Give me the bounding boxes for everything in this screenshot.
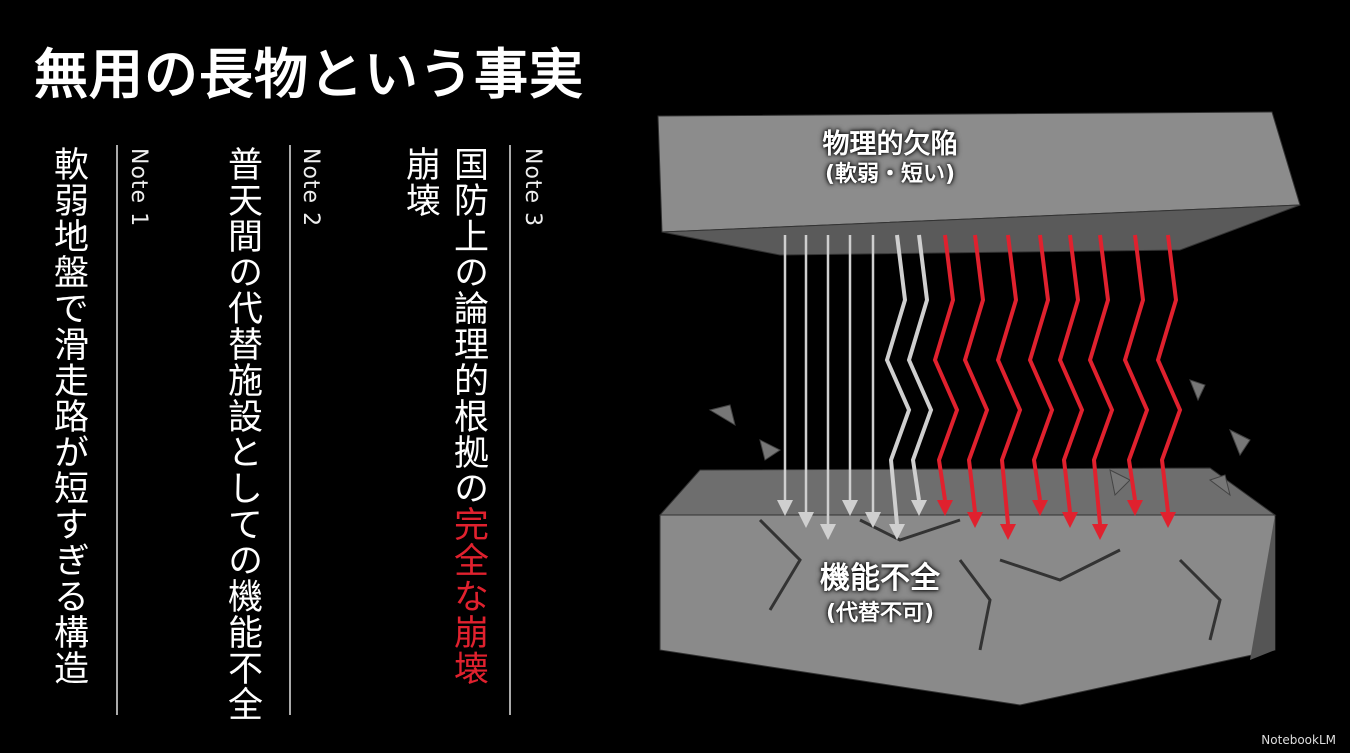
note-3-label: Note 3 [520, 148, 545, 228]
note-2-divider [289, 145, 291, 715]
note-3-text: 国防上の論理的根拠の完全な崩壊 [448, 146, 488, 686]
arrow-shaft [1155, 234, 1183, 513]
arrow-head [842, 500, 858, 516]
arrow-head [1000, 524, 1016, 540]
slide-title: 無用の長物という事実 [34, 43, 584, 106]
crushed-slabs-illustration [657, 111, 1301, 706]
arrow-shaft [906, 234, 934, 501]
arrow-head [937, 500, 953, 516]
pressure-arrows [777, 234, 1183, 540]
arrow-head [865, 512, 881, 528]
notebooklm-watermark: NotebookLM [1261, 733, 1336, 747]
top-slab-underside [661, 204, 1301, 256]
arrow-head [777, 500, 793, 516]
note-2-text: 普天間の代替施設としての機能不全 [222, 146, 262, 722]
arrow-shaft [1087, 234, 1115, 525]
arrow-head [1127, 500, 1143, 516]
top-slab-label: 物理的欠陥 [822, 129, 958, 160]
bottom-slab-label: 機能不全 [820, 561, 940, 596]
note-2-label: Note 2 [298, 148, 323, 228]
note-3-text-highlight: 完全な崩壊 [448, 506, 488, 686]
debris [708, 379, 1251, 497]
arrow-head [1032, 500, 1048, 516]
arrow-shaft [1057, 234, 1085, 513]
arrow-shaft [932, 234, 960, 501]
arrow-head [1092, 524, 1108, 540]
arrow-head [889, 524, 905, 540]
arrow-shaft [995, 234, 1023, 525]
arrow-head [1160, 512, 1176, 528]
top-slab-sublabel: (軟弱・短い) [824, 162, 956, 187]
arrow-head [911, 500, 927, 516]
bottom-slab-top [658, 467, 1277, 516]
arrow-shaft [962, 234, 990, 513]
note-1-text: 軟弱地盤で滑走路が短すぎる構造 [48, 146, 88, 686]
note-1-divider [116, 145, 118, 715]
arrow-head [820, 524, 836, 540]
arrow-shaft [1122, 234, 1150, 501]
note-3-text-wrap: 崩壊 [400, 146, 440, 218]
arrow-shaft [884, 234, 912, 525]
note-3-text-main: 国防上の論理的根拠の [448, 146, 488, 506]
note-3-divider [509, 145, 511, 715]
crack-lines [758, 518, 1222, 651]
arrow-shaft [1027, 234, 1055, 501]
bottom-slab-side [1250, 515, 1275, 660]
arrow-head [798, 512, 814, 528]
arrow-head [967, 512, 983, 528]
arrow-head [1062, 512, 1078, 528]
note-1-label: Note 1 [126, 148, 151, 228]
bottom-slab-sublabel: (代替不可) [825, 601, 935, 626]
